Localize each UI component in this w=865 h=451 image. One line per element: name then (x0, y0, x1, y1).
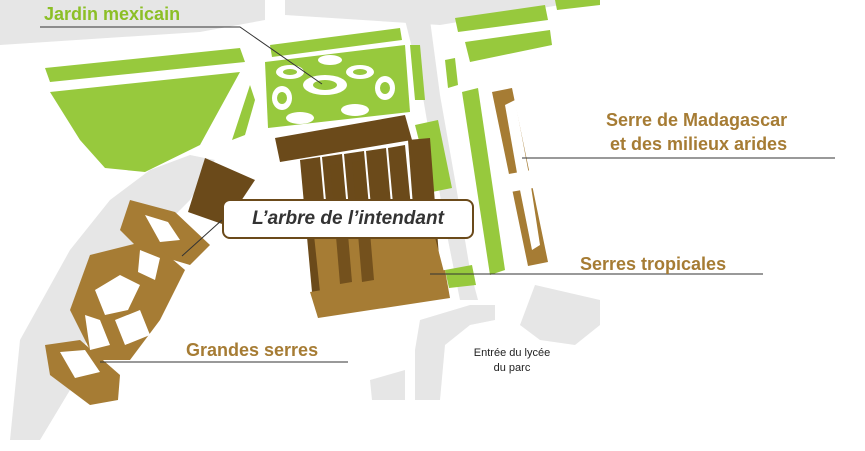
green-top-right-2 (465, 30, 552, 62)
leader-jardin (40, 26, 323, 85)
leader-arbre (181, 219, 223, 257)
path-top-left (0, 0, 265, 45)
label-entree-lycee: Entrée du lycée du parc (462, 346, 562, 376)
jardin-mexicain-beds (265, 45, 410, 128)
dark-building (188, 158, 255, 225)
label-serre-madagascar-2: et des milieux arides (610, 134, 788, 154)
label-entree-line1: Entrée du lycée (473, 347, 551, 359)
green-strip-right (462, 88, 505, 275)
leader-lines (40, 26, 835, 363)
grandes-serres (45, 200, 210, 405)
path-bottom-curve (415, 305, 495, 400)
label-serres-tropicales: Serres tropicales (580, 254, 727, 274)
serres-tropicales-header (275, 115, 412, 162)
green-mid-block (415, 120, 452, 192)
green-strip-top (45, 48, 245, 82)
green-top-right-1 (455, 5, 548, 32)
label-arbre-intendant: L’arbre de l’intendant (252, 208, 444, 229)
green-top-strip-2 (270, 28, 402, 57)
green-areas (45, 0, 600, 288)
green-top-right-3 (555, 0, 600, 10)
green-strip-bottom (445, 265, 476, 288)
label-serre-madagascar-1: Serre de Madagascar (606, 110, 788, 130)
green-right-column-1 (410, 45, 425, 100)
label-jardin-mexicain: Jardin mexicain (44, 4, 181, 24)
green-large-field (50, 72, 240, 172)
path-bottom-left (370, 370, 405, 400)
path-top-right (285, 0, 560, 25)
label-grandes-serres: Grandes serres (186, 340, 319, 360)
green-small-left (232, 85, 255, 140)
green-top-strip-3 (445, 58, 458, 88)
serre-madagascar (492, 88, 548, 266)
callout-arbre-intendant: L’arbre de l’intendant (222, 199, 474, 239)
path-bottom-right (520, 285, 600, 345)
label-entree-line2: du parc (493, 362, 531, 374)
